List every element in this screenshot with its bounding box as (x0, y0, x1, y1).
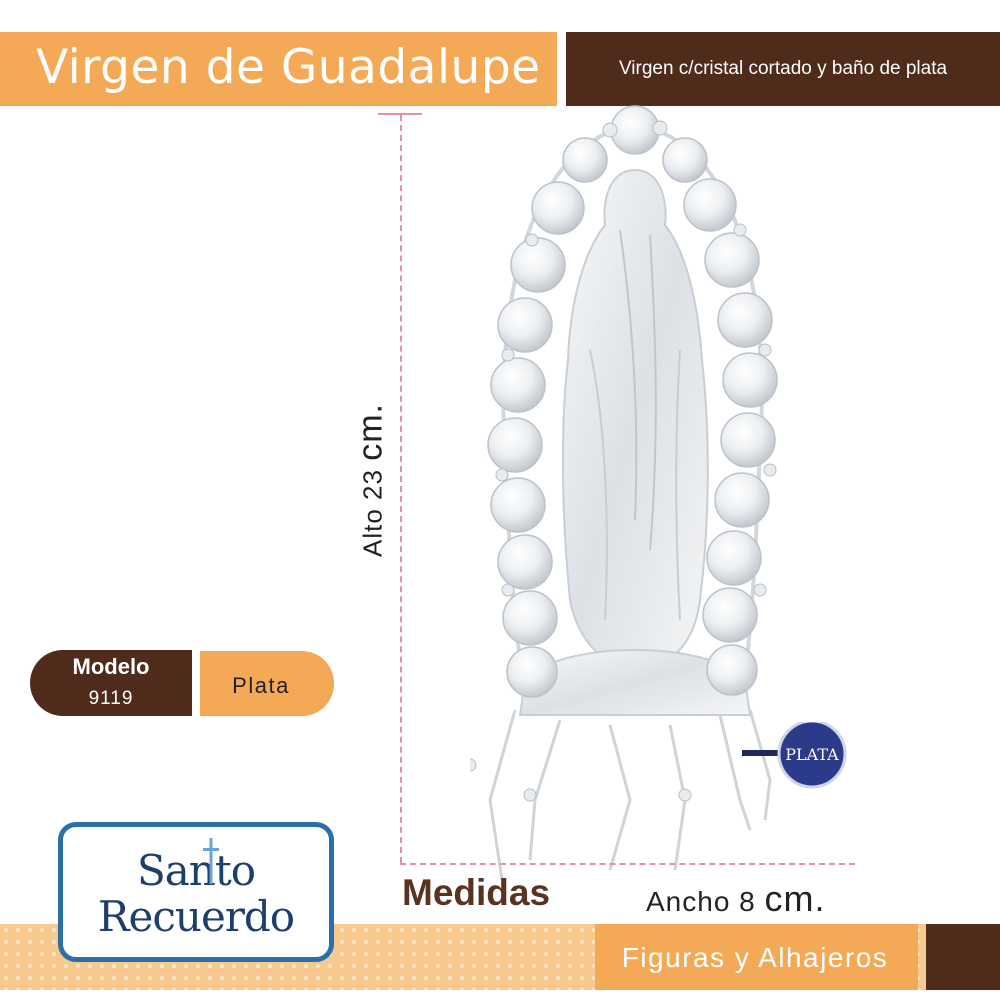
height-measure: Alto 23 cm. (352, 403, 391, 557)
height-value: Alto 23 (357, 469, 388, 557)
model-label: Modelo (72, 654, 150, 679)
brand-logo (58, 822, 334, 962)
width-measure: Ancho 8 cm. (646, 878, 826, 920)
height-guide-line (400, 115, 402, 863)
width-unit: cm. (764, 878, 826, 919)
model-badge (30, 650, 192, 716)
title-banner (0, 32, 557, 106)
product-title: Virgen de Guadalupe (36, 40, 541, 95)
logo-word-santo: Santo (136, 846, 256, 895)
product-subtitle: Virgen c/cristal cortado y baño de plata (618, 58, 948, 79)
measures-heading: Medidas (402, 872, 551, 913)
width-guide-line (400, 863, 855, 865)
height-guide-cap (378, 113, 422, 115)
subtitle-banner (566, 32, 1000, 106)
model-number: 9119 (88, 688, 134, 709)
width-value: Ancho 8 (646, 886, 756, 917)
height-unit: cm. (351, 403, 390, 461)
footer-category: Figuras y Alhajeros (621, 942, 889, 973)
silver-seal-icon: PLATA (742, 722, 847, 789)
product-image (470, 105, 778, 880)
footer-accent-square (926, 924, 1000, 990)
cross-icon (203, 838, 219, 884)
seal-text: PLATA (785, 745, 839, 764)
logo-word-recuerdo: Recuerdo (97, 892, 295, 941)
footer-category-bar (595, 924, 918, 990)
finish-badge (200, 651, 334, 716)
finish-label: Plata (232, 673, 290, 698)
